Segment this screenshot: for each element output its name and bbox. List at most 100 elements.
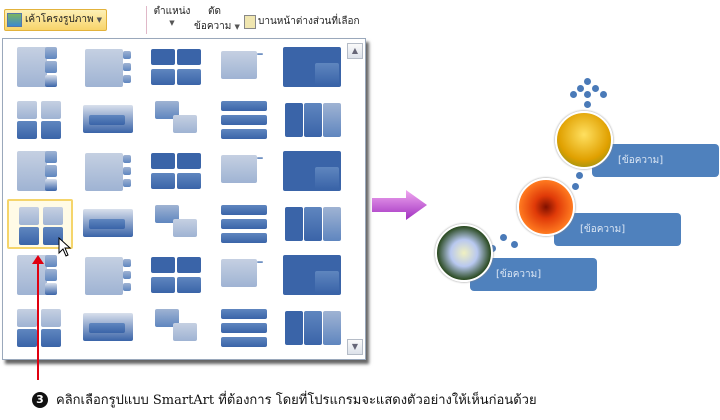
thumbnail-shape (45, 179, 57, 191)
gallery-item[interactable] (279, 95, 345, 145)
gallery-item[interactable] (279, 303, 345, 353)
thumbnail-shape (123, 271, 131, 279)
thumbnail-shape (85, 153, 123, 191)
chevron-down-icon: ▼ (234, 23, 240, 31)
thumbnail-shape (221, 101, 267, 111)
thumbnail-shape (177, 69, 201, 85)
thumbnail-shape (221, 129, 267, 139)
red-pointer-line (37, 262, 39, 380)
position-button[interactable]: ตำแหน่ง ▼ (152, 4, 192, 27)
thumbnail-shape (177, 153, 201, 169)
thumbnail-shape (17, 329, 37, 347)
gallery-item[interactable] (279, 43, 345, 93)
thumbnail-shape (123, 51, 131, 59)
thumbnail-shape (85, 49, 123, 87)
thumbnail-shape (151, 257, 175, 273)
gallery-item[interactable] (143, 303, 209, 353)
thumbnail-shape (323, 207, 341, 241)
wrap-text-button[interactable]: ตัด ข้อความ ▼ (194, 4, 254, 34)
thumbnail-shape (315, 167, 339, 189)
gallery-item[interactable] (7, 95, 73, 145)
gallery-item[interactable] (143, 199, 209, 249)
gallery-item[interactable] (75, 95, 141, 145)
thumbnail-shape (221, 115, 267, 125)
scroll-down-button[interactable]: ▼ (347, 339, 363, 355)
connector-dot (592, 85, 599, 92)
picture-layout-icon (7, 13, 22, 27)
thumbnail-shape (173, 323, 197, 341)
gallery-item[interactable] (7, 43, 73, 93)
thumbnail-shape (315, 63, 339, 85)
thumbnail-shape (123, 179, 131, 187)
thumbnail-shape (17, 101, 37, 119)
thumbnail-shape (17, 309, 37, 327)
connector-dot (570, 91, 577, 98)
gallery-item[interactable] (211, 303, 277, 353)
picture-layout-button[interactable]: เค้าโครงรูปภาพ ▼ (4, 9, 107, 31)
gallery-item[interactable] (143, 147, 209, 197)
chevron-down-icon: ▼ (169, 19, 175, 27)
scrollbar[interactable]: ▲ ▼ (347, 43, 363, 355)
instruction-caption: 3 คลิกเลือกรูปแบบ SmartArt ที่ต้องการ โด… (32, 389, 537, 410)
thumbnail-shape (155, 205, 179, 223)
gallery-item[interactable] (211, 147, 277, 197)
thumbnail-shape (304, 311, 322, 345)
gallery-item[interactable] (75, 43, 141, 93)
gallery-item[interactable] (75, 251, 141, 301)
gallery-item[interactable] (143, 251, 209, 301)
gallery-item[interactable] (143, 43, 209, 93)
connector-dot (576, 172, 583, 179)
scroll-up-button[interactable]: ▲ (347, 43, 363, 59)
thumbnail-shape (123, 259, 131, 267)
thumbnail-shape (285, 207, 303, 241)
preview-text: [ข้อความ] (496, 269, 542, 280)
thumbnail-shape (17, 151, 47, 191)
thumbnail-shape (41, 309, 61, 327)
thumbnail-shape (45, 165, 57, 177)
gallery-item[interactable] (143, 95, 209, 145)
gallery-grid (7, 43, 345, 355)
thumbnail-shape (17, 47, 47, 87)
thumbnail-shape (19, 227, 39, 245)
thumbnail-shape (151, 173, 175, 189)
gallery-item[interactable] (211, 251, 277, 301)
thumbnail-shape (221, 51, 257, 79)
thumbnail-shape (151, 277, 175, 293)
gallery-item[interactable] (279, 147, 345, 197)
gallery-item[interactable] (75, 147, 141, 197)
gallery-item[interactable] (75, 199, 141, 249)
thumbnail-shape (177, 277, 201, 293)
gallery-item[interactable] (211, 95, 277, 145)
thumbnail-shape (173, 115, 197, 133)
thumbnail-shape (85, 257, 123, 295)
tulip-picture (555, 111, 613, 169)
red-arrow-head-icon (32, 255, 44, 264)
gallery-item[interactable] (211, 43, 277, 93)
gallery-item[interactable] (279, 251, 345, 301)
connector-dot (572, 183, 579, 190)
gallery-item[interactable] (75, 303, 141, 353)
thumbnail-shape (221, 259, 257, 287)
gallery-item[interactable] (7, 303, 73, 353)
gallery-item[interactable] (211, 199, 277, 249)
divider (146, 6, 147, 34)
thumbnail-shape (221, 219, 267, 229)
caption-text: คลิกเลือกรูปแบบ SmartArt ที่ต้องการ โดยท… (56, 393, 537, 408)
selection-pane-button[interactable]: บานหน้าต่างส่วนที่เลือก (244, 14, 360, 29)
preview-text-box: [ข้อความ] (592, 144, 719, 177)
thumbnail-shape (17, 121, 37, 139)
thumbnail-shape (221, 309, 267, 319)
gallery-item[interactable] (7, 147, 73, 197)
right-arrow-icon (372, 190, 427, 220)
thumbnail-shape (123, 63, 131, 71)
picture-layout-label: เค้าโครงรูปภาพ (25, 14, 94, 25)
thumbnail-shape (257, 53, 263, 55)
connector-dot (584, 78, 591, 85)
gallery-item[interactable] (279, 199, 345, 249)
gallery-item-selected[interactable] (7, 199, 73, 249)
connector-dot (584, 91, 591, 98)
thumbnail-shape (89, 219, 125, 229)
thumbnail-shape (45, 255, 57, 267)
selection-pane-label: บานหน้าต่างส่วนที่เลือก (258, 16, 360, 27)
thumbnail-shape (257, 261, 263, 263)
